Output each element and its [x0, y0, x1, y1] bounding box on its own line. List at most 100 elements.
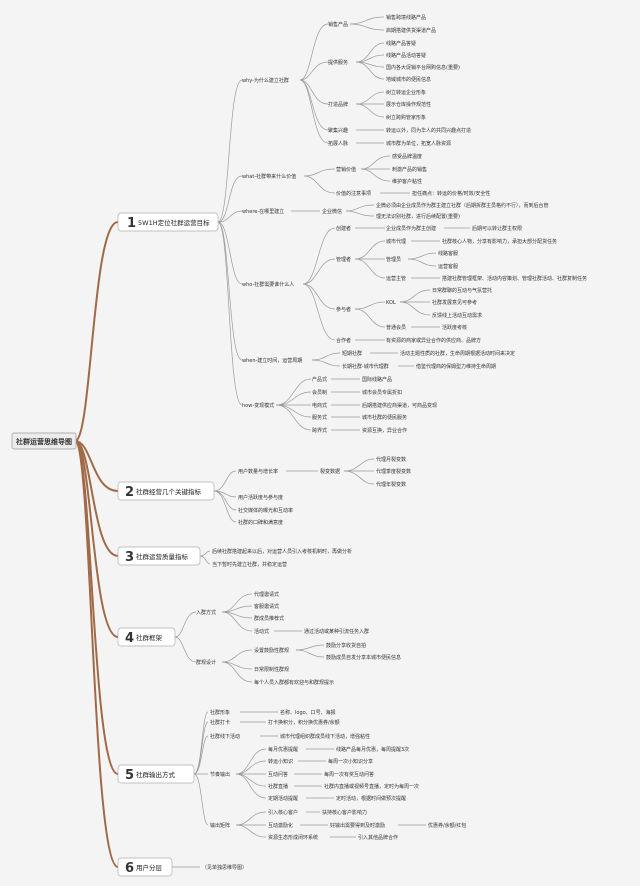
node-leaf[interactable]: 运营客服: [438, 263, 458, 270]
node-city-agent[interactable]: 城市代理: [386, 238, 406, 245]
node-leaf[interactable]: 后期可以转让群主权限: [472, 225, 522, 232]
node-leaf[interactable]: 社群发展意见可参考: [432, 299, 477, 306]
node-reputation[interactable]: 社群的口碑和满意度: [238, 519, 283, 526]
node-leaf[interactable]: 名称、logo、口号、海报: [280, 709, 336, 716]
node-leaf[interactable]: 代理邀请式: [254, 591, 279, 598]
node-leaf[interactable]: 群成员推荐式: [254, 615, 284, 622]
node-leaf[interactable]: 客服邀请式: [254, 603, 279, 610]
node-join-method[interactable]: 入群方式: [196, 609, 216, 616]
node-leaf[interactable]: 后期搭建供应商渠道，可商品变现: [362, 402, 437, 409]
node-wecom[interactable]: 企业微信: [322, 208, 342, 215]
node-leaf[interactable]: 理无法识别社群，进行后续配置(重要): [376, 213, 460, 220]
node-leaf[interactable]: 打卡换积分，积分换优惠券/余额: [268, 719, 340, 726]
node-leaf[interactable]: 当下暂时先建立社群，并稳定运营: [212, 561, 287, 568]
node-encourage-rules[interactable]: 设置鼓励性群规: [254, 647, 289, 654]
node-leaf[interactable]: 担任痛点：转运的价格/时效/安全性: [412, 190, 490, 197]
node-leaf[interactable]: 每个人员入群都有欢迎与和群规提示: [254, 679, 334, 686]
section-1[interactable]: 1 5W1H定位社群运营目标: [117, 212, 219, 232]
node-leaf[interactable]: 后续社群搭建起来以后，对运营人员引入考核机制时，再做分析: [212, 548, 352, 555]
node-leaf[interactable]: 每周一次有奖互动问答: [324, 771, 374, 778]
node-ops-lead[interactable]: 运营主管: [386, 275, 406, 282]
node-leaf[interactable]: 定时活动，根据时间做预次提醒: [336, 795, 406, 802]
node-leaf[interactable]: 日常限制性群规: [254, 666, 289, 673]
node-service-mode[interactable]: 服务式: [312, 414, 327, 421]
node-marketing-value[interactable]: 营销价值: [336, 166, 356, 173]
node-leaf[interactable]: 日常群聊的互动与气氛营托: [432, 287, 492, 294]
node-leaf[interactable]: 城市代理组织群成员线下活动，增强粘性: [280, 733, 370, 740]
node-kol[interactable]: KOL: [386, 300, 396, 306]
node-leaf[interactable]: 活动主题性质的社群，生命周期根据活动时间来决定: [400, 350, 515, 357]
node-leaf[interactable]: 社群内直播或视频号直播，定时为每周一次: [324, 783, 419, 790]
node-user-growth[interactable]: 用户数量与增长率: [238, 468, 278, 475]
node-event-join[interactable]: 活动式: [254, 628, 269, 635]
node-offline-event[interactable]: 社群线下活动: [210, 733, 240, 740]
node-leaf[interactable]: 反馈线上活动互动需求: [432, 312, 482, 319]
node-leaf[interactable]: 借鉴代理商的保姆型力维持生命周期: [416, 363, 496, 370]
node-monthly-promo[interactable]: 每月优惠提醒: [268, 746, 298, 753]
node-provide-service[interactable]: 提供服务: [328, 59, 348, 66]
node-leaf[interactable]: 企业成员作为群主创建: [386, 225, 436, 232]
node-leaf[interactable]: 转运以外，同为华人的共同兴趣点打造: [386, 127, 471, 134]
node-activity[interactable]: 用户活跃度与参与度: [238, 494, 283, 501]
node-manager[interactable]: 管理者: [336, 256, 351, 263]
node-leaf[interactable]: 城市会员专属折扣: [362, 389, 402, 396]
node-member[interactable]: 普通会员: [386, 324, 406, 331]
node-checkin[interactable]: 社群打卡: [210, 719, 230, 726]
node-creator[interactable]: 创建者: [336, 225, 351, 232]
node-leaf[interactable]: 线路产品每月优惠，每周提醒3次: [336, 746, 409, 753]
node-leaf[interactable]: 感受品牌温度: [392, 153, 422, 160]
node-leaf[interactable]: 线路客服: [438, 250, 458, 257]
node-core-customer[interactable]: 引入核心客户: [268, 809, 298, 816]
node-qa[interactable]: 互动问答: [268, 771, 288, 778]
node-leaf[interactable]: 启期搭建供货渠道产品: [386, 27, 436, 34]
node-leaf[interactable]: 引入其他品牌合作: [358, 834, 398, 841]
node-value-notes[interactable]: 价值的注意事项: [336, 190, 371, 197]
section-5[interactable]: 5 社群输出方式: [117, 764, 195, 784]
node-build-brand[interactable]: 打造品牌: [328, 101, 348, 108]
node-leaf[interactable]: 国内各大促销平台网购信息(重要): [386, 64, 460, 71]
node-leaf[interactable]: 城市社群的便民服务: [362, 414, 407, 421]
section-4[interactable]: 4 社群框架: [117, 627, 176, 647]
node-leaf[interactable]: 刺激产品的销售: [392, 166, 427, 173]
node-leaf[interactable]: 搭建社群管理框架、活动内容策划、管理社群活动、社群复制任务: [442, 275, 587, 282]
node-what[interactable]: what-社群带来什么价值: [242, 173, 296, 180]
node-leaf[interactable]: 好输出需要得到及时激励: [330, 822, 385, 829]
node-ecommerce-mode[interactable]: 电商式: [312, 402, 327, 409]
node-gather-interest[interactable]: 聚集兴趣: [328, 127, 348, 134]
node-leaf[interactable]: 代理季度裂变数: [376, 468, 411, 475]
node-sell-products[interactable]: 销售产品: [328, 21, 348, 28]
node-tips[interactable]: 转运小知识: [268, 758, 293, 765]
node-leaf[interactable]: 扶持核心客户影响力: [322, 809, 367, 816]
node-leaf[interactable]: 维护客户粘性: [392, 178, 422, 185]
node-when[interactable]: when-建立时间，运营周期: [242, 357, 302, 364]
node-how[interactable]: how-变现模式: [242, 402, 274, 409]
node-group-rules[interactable]: 群规设计: [196, 659, 216, 666]
node-admin[interactable]: 管理员: [386, 256, 401, 263]
node-leaf[interactable]: 城市群为单位，拓宽人脉资源: [386, 140, 451, 147]
section-6[interactable]: 6 用户分层: [117, 857, 173, 877]
node-leaf[interactable]: 线路产品答疑: [386, 40, 416, 47]
node-leaf[interactable]: 代理年裂变数: [376, 481, 406, 488]
node-leaf[interactable]: 销售跨境线路产品: [386, 14, 426, 21]
node-leaf[interactable]: 通过活动或某种引流任务入群: [304, 628, 369, 635]
node-incentive[interactable]: 互动激励化: [268, 822, 293, 829]
node-partner[interactable]: 合作者: [336, 337, 351, 344]
node-leaf[interactable]: 优惠券/余额/红包: [428, 822, 466, 829]
node-leaf[interactable]: 树立转运企业形象: [386, 89, 426, 96]
node-leaf[interactable]: 鼓励成员自发分享本城市便民信息: [326, 654, 401, 661]
node-leaf[interactable]: 企微必须由企业成员作为群主建立社群（后期拆群主员格约不行），而到后台管: [376, 202, 549, 209]
node-product-mode[interactable]: 产品式: [312, 376, 327, 383]
node-leaf[interactable]: 线路产品活动答疑: [386, 52, 426, 59]
node-leaf[interactable]: 国际线路产品: [362, 376, 392, 383]
node-expand-network[interactable]: 拓展人脉: [328, 140, 348, 147]
node-ecosystem[interactable]: 资源生态形成闭环系统: [268, 834, 318, 841]
node-event-reminder[interactable]: 定期活动提醒: [268, 795, 298, 802]
root-node[interactable]: 社群运营思维导图: [11, 432, 77, 450]
node-crossover-mode[interactable]: 跨界式: [312, 427, 327, 434]
node-output-matrix[interactable]: 输出矩阵: [210, 822, 230, 829]
node-leaf[interactable]: 资源互换，异业合作: [362, 427, 407, 434]
node-leaf[interactable]: 社群核心人物，分享有影响力，承担大部分配货任务: [442, 238, 557, 245]
node-see-separate-map[interactable]: （见单独思维导图）: [202, 864, 247, 871]
node-leaf[interactable]: 代理月裂变数: [376, 456, 406, 463]
node-leaf[interactable]: 每周一次小知识分享: [328, 758, 373, 765]
